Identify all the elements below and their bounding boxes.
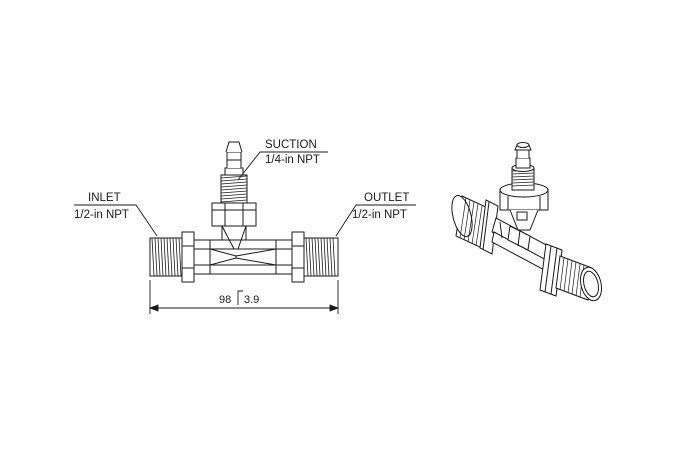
suction-thread (220, 174, 248, 204)
arrowhead-right (329, 304, 340, 312)
iso-inlet (451, 195, 499, 255)
isometric-view (451, 142, 603, 302)
inlet-thread (149, 237, 183, 277)
inlet-label: INLET (88, 192, 121, 204)
iso-suction-barb (514, 142, 532, 169)
suction-label: SUCTION (265, 139, 317, 151)
inlet-spec: 1/2-in NPT (74, 209, 129, 221)
leader-lines (74, 151, 416, 237)
front-view (149, 141, 339, 283)
inch-bracket (237, 290, 243, 305)
iso-body (491, 217, 553, 273)
iso-outlet (539, 243, 603, 302)
outlet-nut (291, 231, 305, 283)
outlet-thread (303, 237, 339, 277)
overall-length-dimension (148, 280, 340, 314)
outlet-spec: 1/2-in NPT (352, 209, 407, 221)
dimension-mm: 98 (219, 294, 231, 306)
suction-nut (211, 202, 257, 227)
inlet-nut (181, 231, 195, 283)
suction-leader (237, 151, 328, 181)
dimension-inch: 3.9 (244, 294, 259, 306)
suction-spec: 1/4-in NPT (265, 154, 320, 166)
inlet-leader (74, 204, 158, 237)
outlet-label: OUTLET (364, 192, 409, 204)
injector-body (193, 225, 293, 275)
outlet-leader (335, 204, 416, 237)
arrowhead-left (148, 304, 159, 312)
suction-barb (224, 141, 244, 176)
